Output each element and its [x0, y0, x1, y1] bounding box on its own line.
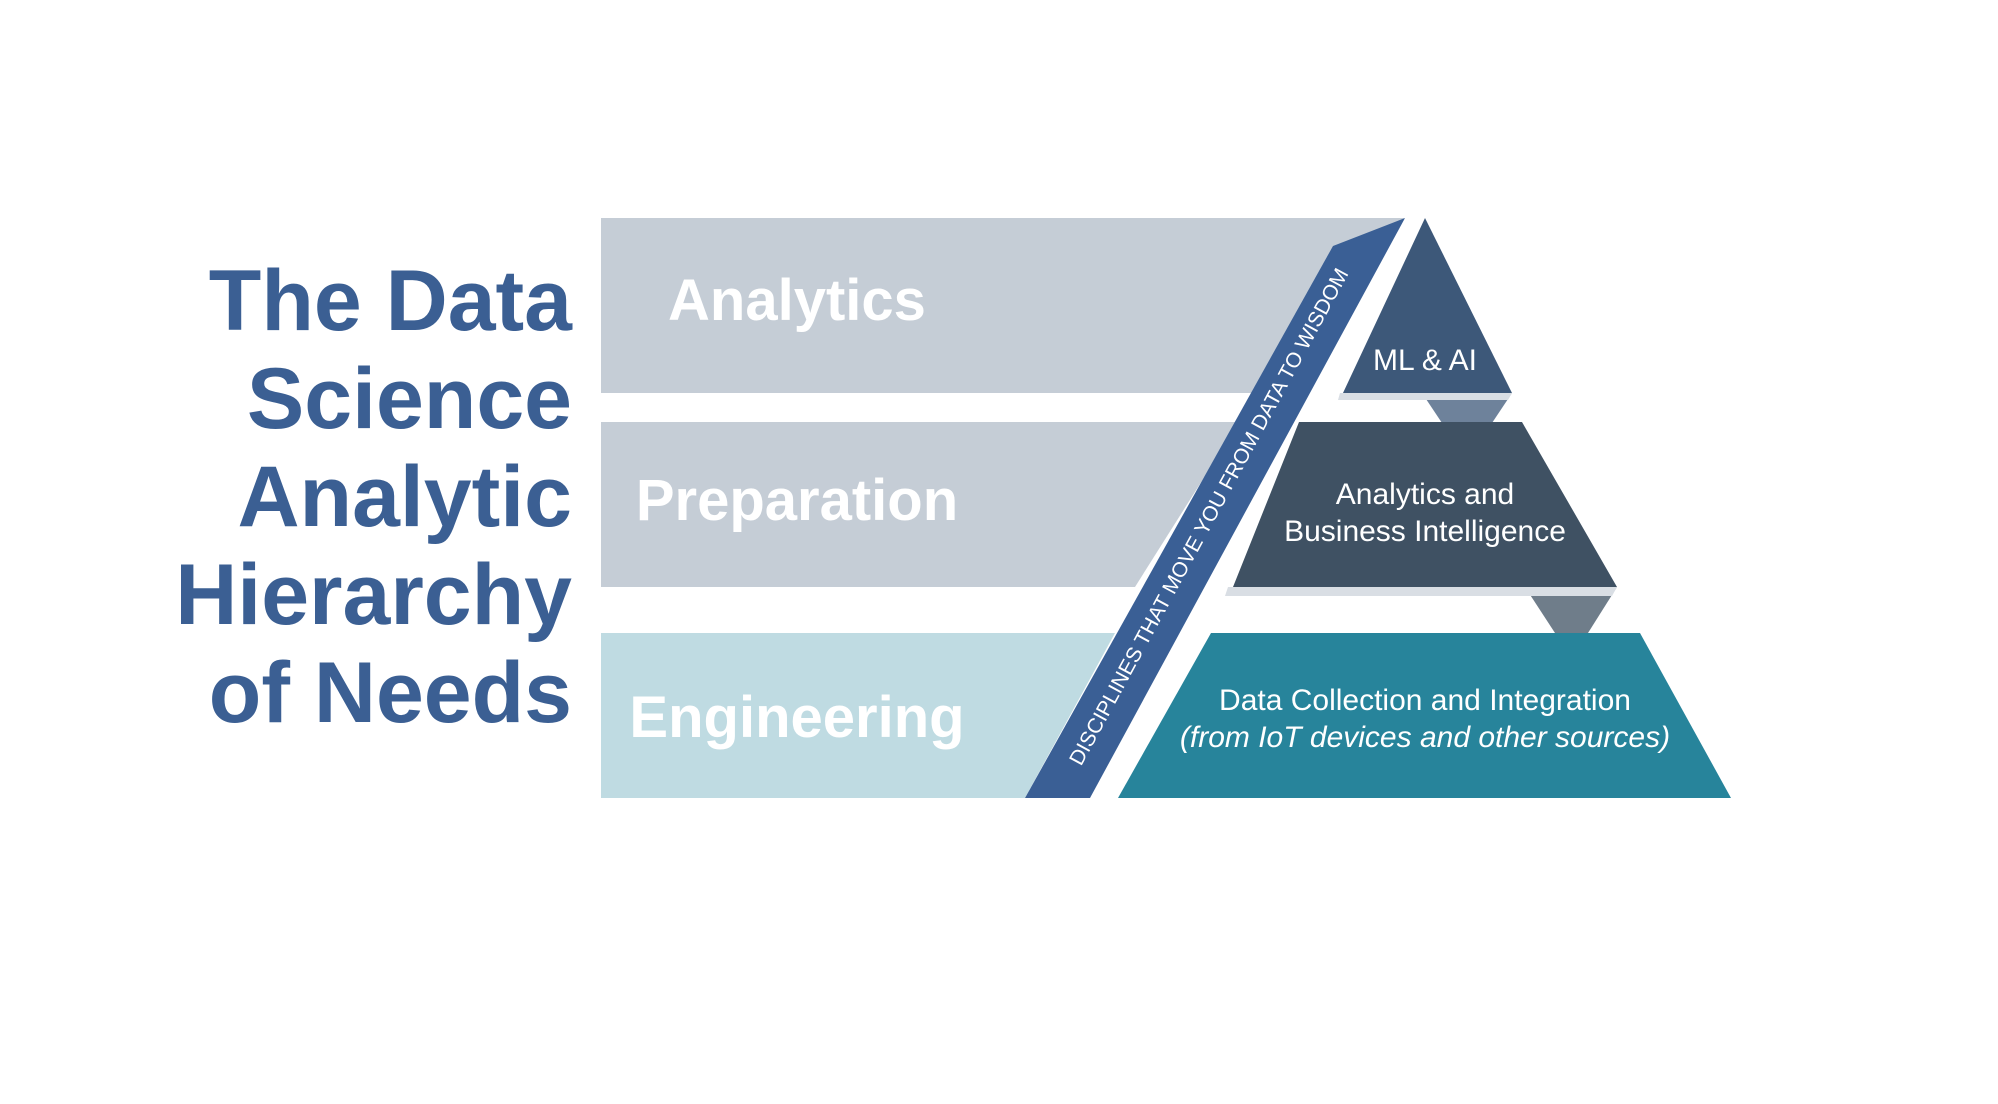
disciplines-banner: [1025, 218, 1405, 798]
band-label-analytics: Analytics: [668, 268, 926, 333]
title-line-1: The Data: [209, 253, 573, 349]
pyramid-tier-bottom: [1118, 633, 1731, 798]
pyramid-tier-top: [1343, 218, 1512, 393]
pyramid-shadow-middle: [1225, 587, 1617, 596]
pyramid-bottom-label-line2: (from IoT devices and other sources): [1180, 721, 1670, 754]
title-line-4: Hierarchy: [175, 547, 572, 643]
pyramid-middle-label-line1: Analytics and: [1336, 478, 1514, 511]
pyramid-connector-middle: [1525, 587, 1617, 633]
pyramid-top-label: ML & AI: [1373, 344, 1477, 377]
diagram-title: The Data Science Analytic Hierarchy of N…: [175, 253, 573, 741]
pyramid-tier-middle: [1233, 422, 1617, 587]
band-label-preparation: Preparation: [636, 468, 958, 533]
pyramid-connector-top: [1422, 393, 1512, 423]
title-line-5: of Needs: [209, 645, 572, 741]
band-engineering: [601, 633, 1115, 798]
band-analytics: [601, 218, 1404, 393]
band-label-engineering: Engineering: [629, 685, 964, 750]
pyramid-middle-label-line2: Business Intelligence: [1284, 515, 1566, 548]
pyramid-bottom-label-line1: Data Collection and Integration: [1219, 684, 1631, 717]
title-line-2: Science: [247, 351, 572, 447]
pyramid-shadow-top: [1338, 393, 1512, 400]
band-preparation: [601, 422, 1239, 587]
title-line-3: Analytic: [237, 449, 572, 545]
